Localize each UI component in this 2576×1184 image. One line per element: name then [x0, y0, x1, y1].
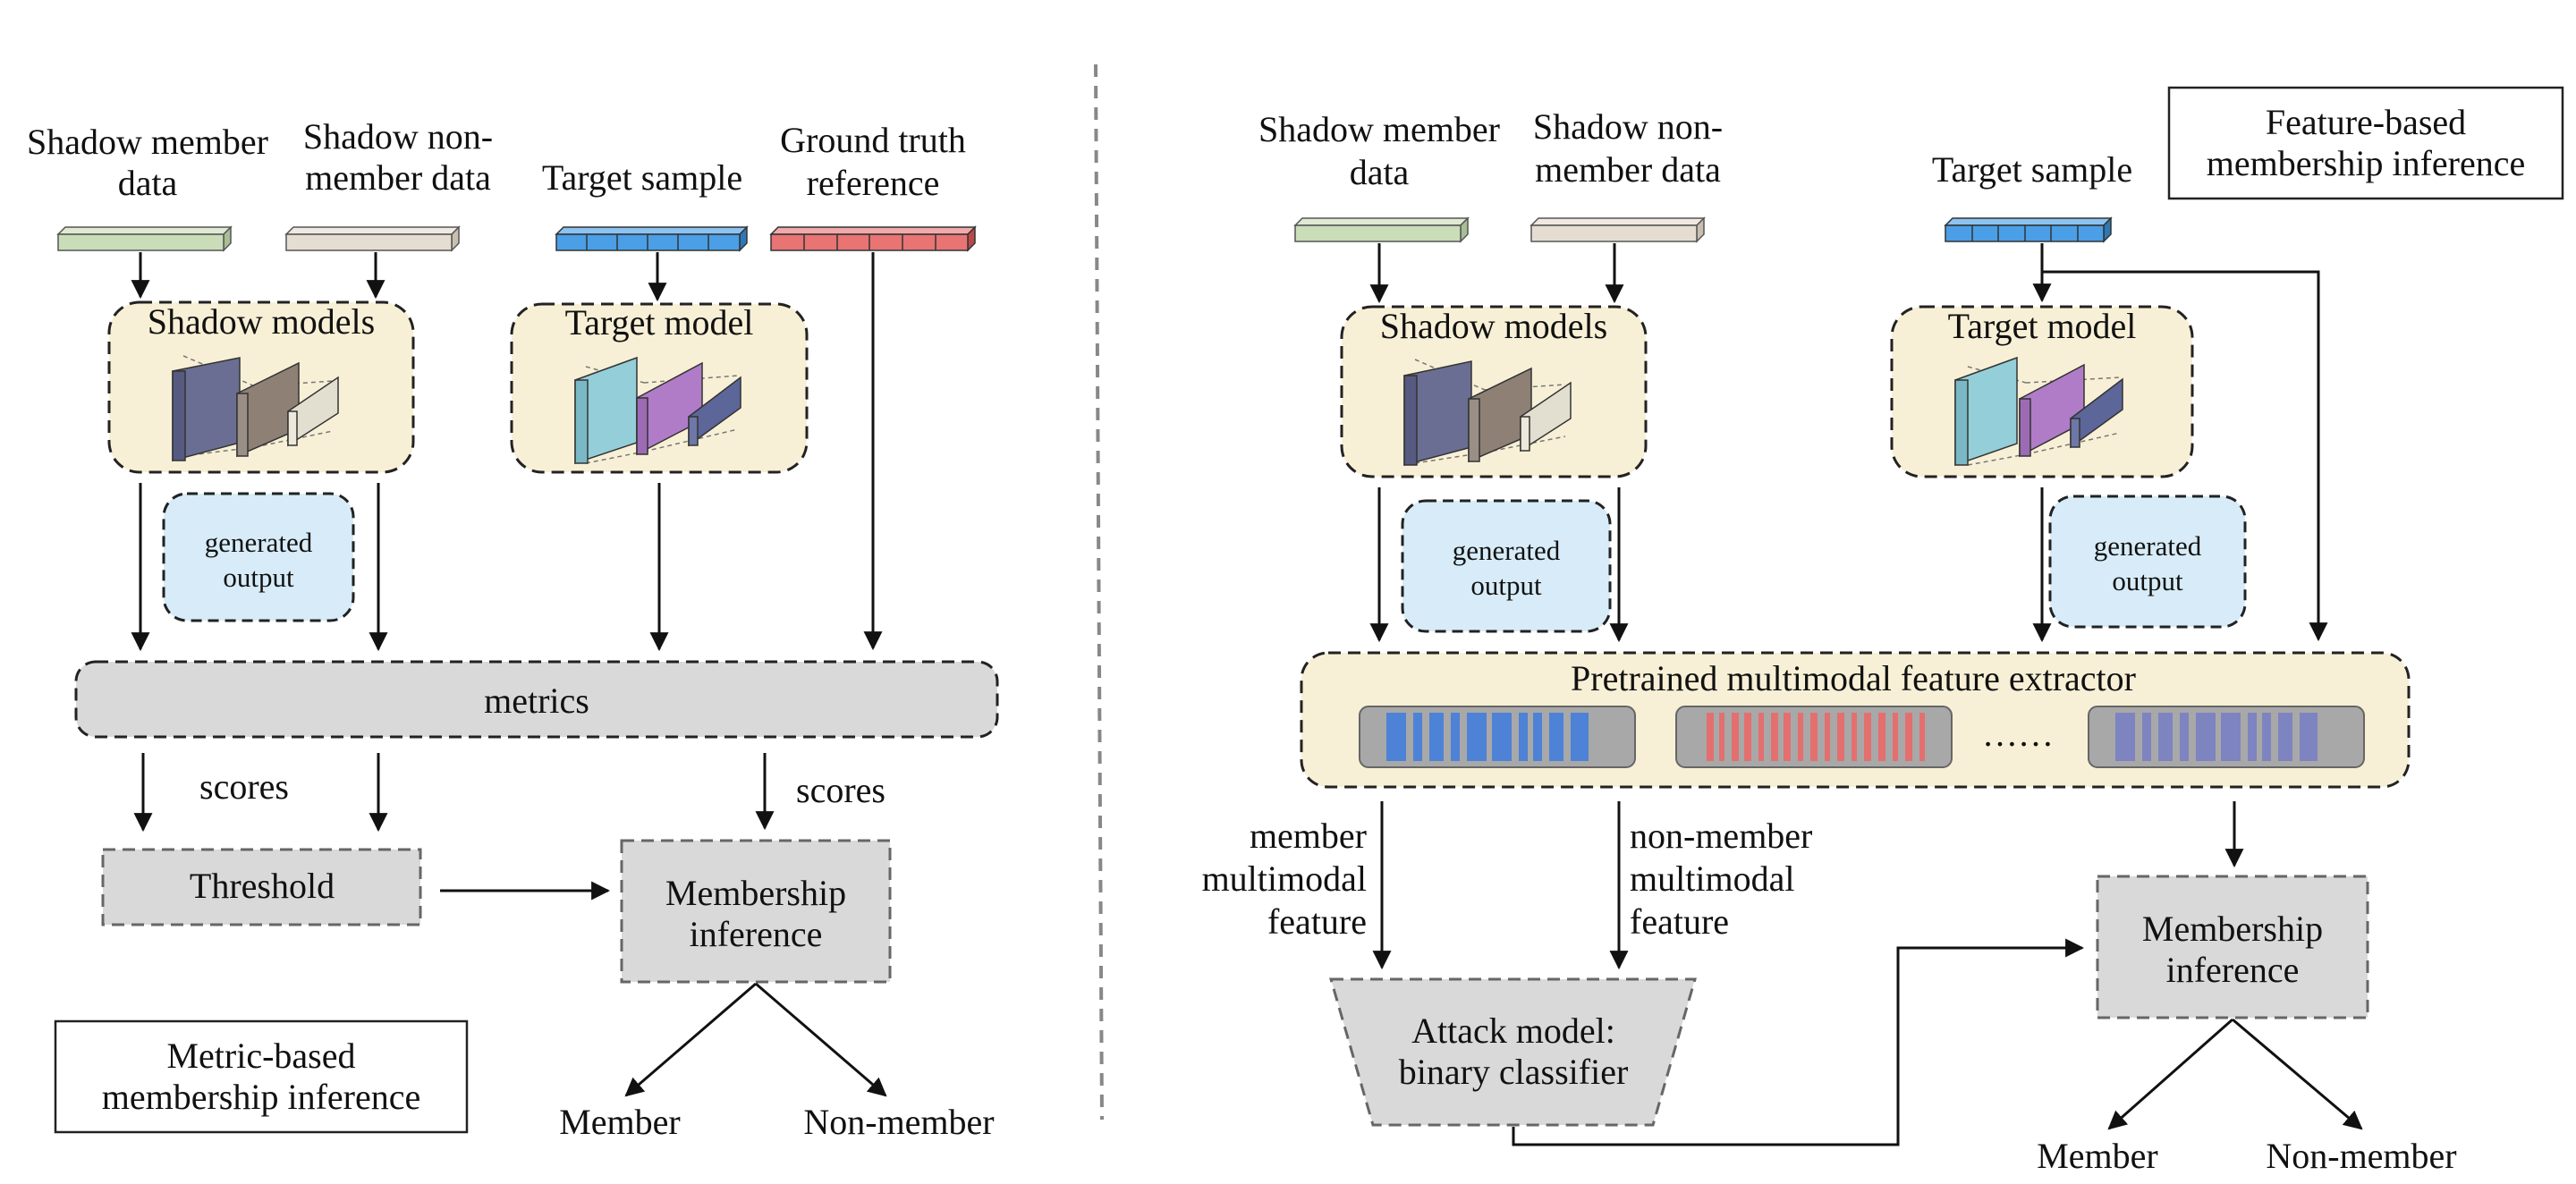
- right-generated-output-2-line-1: generated: [2094, 530, 2202, 562]
- left-target-sample-label: Target sample: [542, 157, 742, 198]
- right-non-member-label: Non-member: [2266, 1136, 2456, 1176]
- member-feature-line-2: multimodal: [1202, 858, 1367, 899]
- right-shadow-member-label-1: Shadow member: [1258, 109, 1500, 149]
- left-non-member-label: Non-member: [803, 1102, 994, 1142]
- feature-extractor-label: Pretrained multimodal feature extractor: [1571, 658, 2136, 698]
- left-shadow-network-icon: [172, 355, 339, 461]
- left-generated-output: generated output: [162, 492, 355, 622]
- left-generated-output-line-2: output: [223, 562, 294, 593]
- left-ground-truth-label-2: reference: [807, 163, 940, 203]
- left-shadow-models-label: Shadow models: [148, 301, 375, 342]
- right-shadow-nonmember-data-bar: [1530, 216, 1706, 243]
- left-title-line-1: Metric-based: [166, 1036, 355, 1076]
- metrics-label: metrics: [484, 681, 589, 721]
- attack-model: Attack model: binary classifier: [1329, 977, 1697, 1127]
- feature-extractor: Pretrained multimodal feature extractor: [1300, 651, 2411, 789]
- left-shadow-nonmember-data-bar: [284, 225, 461, 252]
- left-panel: Shadow member data Shadow non- member da…: [27, 116, 999, 1142]
- threshold-box: Threshold: [101, 848, 422, 926]
- panel-divider: [1094, 63, 1104, 1121]
- right-title-box: Feature-based membership inference: [2167, 86, 2564, 200]
- left-ground-truth-bar: [769, 225, 977, 252]
- left-member-label: Member: [559, 1102, 681, 1142]
- nonmember-feature-line-1: non-member: [1630, 816, 1812, 856]
- right-shadow-member-label-2: data: [1350, 152, 1410, 192]
- right-target-model-label: Target model: [1948, 306, 2137, 346]
- right-target-sample-label: Target sample: [1932, 149, 2132, 190]
- nonmember-feature-line-3: feature: [1630, 901, 1729, 942]
- right-panel: Shadow member data Shadow non- member da…: [1202, 86, 2564, 1176]
- feature-vector-blue: [1359, 706, 1636, 768]
- feature-vector-purple: [2088, 706, 2365, 768]
- left-shadow-member-data-bar: [56, 225, 233, 252]
- right-generated-output-2: generated output: [2048, 495, 2247, 629]
- right-shadow-nonmember-label-2: member data: [1535, 149, 1721, 190]
- right-target-network-icon: [1954, 356, 2123, 467]
- left-shadow-nonmember-label-1: Shadow non-: [303, 116, 493, 156]
- left-target-network-icon: [574, 356, 741, 465]
- right-title-line-2: membership inference: [2207, 143, 2526, 183]
- metrics-box: metrics: [74, 660, 999, 739]
- nonmember-feature-line-2: multimodal: [1630, 858, 1794, 899]
- right-membership-inference-line-1: Membership: [2142, 909, 2323, 949]
- attack-model-line-1: Attack model:: [1411, 1011, 1615, 1051]
- right-generated-output-1-line-1: generated: [1453, 535, 1561, 566]
- right-target-sample-bar: [1944, 216, 2113, 243]
- right-target-model: Target model: [1890, 305, 2194, 478]
- right-shadow-member-data-bar: [1293, 216, 1470, 243]
- threshold-label: Threshold: [190, 866, 335, 906]
- feature-vector-red: [1675, 706, 1953, 768]
- left-shadow-member-label-2: data: [118, 163, 178, 203]
- right-generated-output-2-line-2: output: [2112, 565, 2183, 596]
- member-feature-line-1: member: [1250, 816, 1367, 856]
- left-membership-inference-line-2: inference: [690, 914, 823, 954]
- left-target-model-label: Target model: [565, 302, 754, 343]
- right-shadow-models-label: Shadow models: [1380, 306, 1607, 346]
- feature-ellipsis: ……: [1982, 714, 2054, 754]
- left-target-sample-bar: [555, 225, 749, 252]
- left-target-model: Target model: [510, 302, 809, 474]
- right-title-line-1: Feature-based: [2266, 102, 2466, 142]
- right-shadow-network-icon: [1403, 359, 1572, 466]
- left-title-line-2: membership inference: [102, 1077, 421, 1117]
- right-member-label: Member: [2037, 1136, 2158, 1176]
- right-membership-inference: Membership inference: [2096, 875, 2369, 1019]
- right-shadow-nonmember-label-1: Shadow non-: [1533, 106, 1723, 147]
- left-ground-truth-label-1: Ground truth: [780, 120, 966, 160]
- left-shadow-nonmember-label-2: member data: [305, 157, 491, 198]
- member-feature-line-3: feature: [1267, 901, 1367, 942]
- right-generated-output-1: generated output: [1401, 499, 1612, 633]
- right-generated-output-1-line-2: output: [1470, 570, 1542, 601]
- left-scores-label-2: scores: [796, 770, 886, 810]
- right-shadow-models: Shadow models: [1340, 305, 1648, 478]
- left-shadow-member-label-1: Shadow member: [27, 122, 268, 162]
- right-membership-inference-line-2: inference: [2166, 950, 2300, 990]
- left-membership-inference-line-1: Membership: [665, 873, 846, 913]
- left-generated-output-line-1: generated: [205, 527, 313, 558]
- attack-model-line-2: binary classifier: [1399, 1052, 1629, 1092]
- left-shadow-models: Shadow models: [107, 300, 415, 474]
- left-membership-inference: Membership inference: [620, 839, 892, 984]
- left-scores-label-1: scores: [199, 766, 289, 807]
- left-title-box: Metric-based membership inference: [54, 1019, 469, 1134]
